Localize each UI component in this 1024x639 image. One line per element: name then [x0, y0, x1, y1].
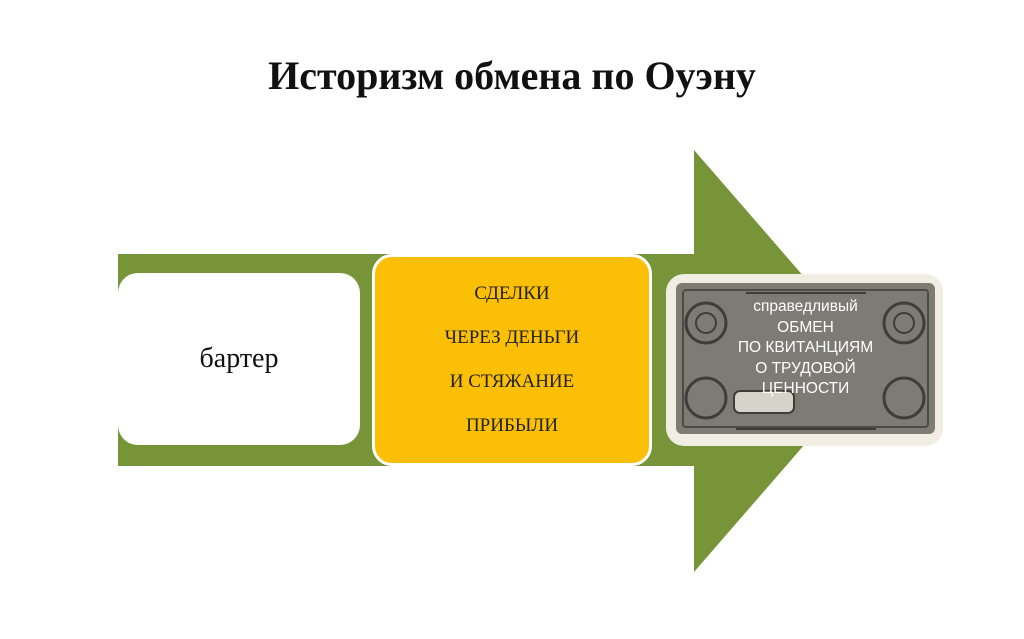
barter-box: бартер — [118, 273, 360, 445]
fair-line-4: О ТРУДОВОЙ — [755, 359, 856, 377]
fair-line-5: ЦЕННОСТИ — [761, 380, 850, 397]
fair-line-1: справедливый — [753, 298, 858, 315]
barter-label: бартер — [199, 343, 279, 374]
note-frame — [682, 289, 929, 428]
labour-note-box: справедливый ОБМЕН ПО КВИТАНЦИЯМ О ТРУДО… — [666, 274, 943, 446]
labour-note-image: справедливый ОБМЕН ПО КВИТАНЦИЯМ О ТРУДО… — [676, 283, 935, 434]
fair-line-2: ОБМЕН — [777, 318, 834, 336]
deals-line-1: СДЕЛКИ — [474, 283, 550, 304]
note-ornament — [684, 292, 926, 430]
fair-line-3: ПО КВИТАНЦИЯМ — [737, 339, 874, 356]
deals-line-4: ПРИБЫЛИ — [465, 415, 559, 436]
deals-line-3: И СТЯЖАНИЕ — [449, 371, 575, 392]
deals-line-2: ЧЕРЕЗ ДЕНЬГИ — [444, 327, 580, 348]
fair-exchange-text: справедливый ОБМЕН ПО КВИТАНЦИЯМ О ТРУДО… — [676, 297, 935, 400]
money-deals-box: СДЕЛКИ ЧЕРЕЗ ДЕНЬГИ И СТЯЖАНИЕ ПРИБЫЛИ — [372, 254, 652, 466]
slide-title: Историзм обмена по Оуэну — [268, 53, 756, 98]
